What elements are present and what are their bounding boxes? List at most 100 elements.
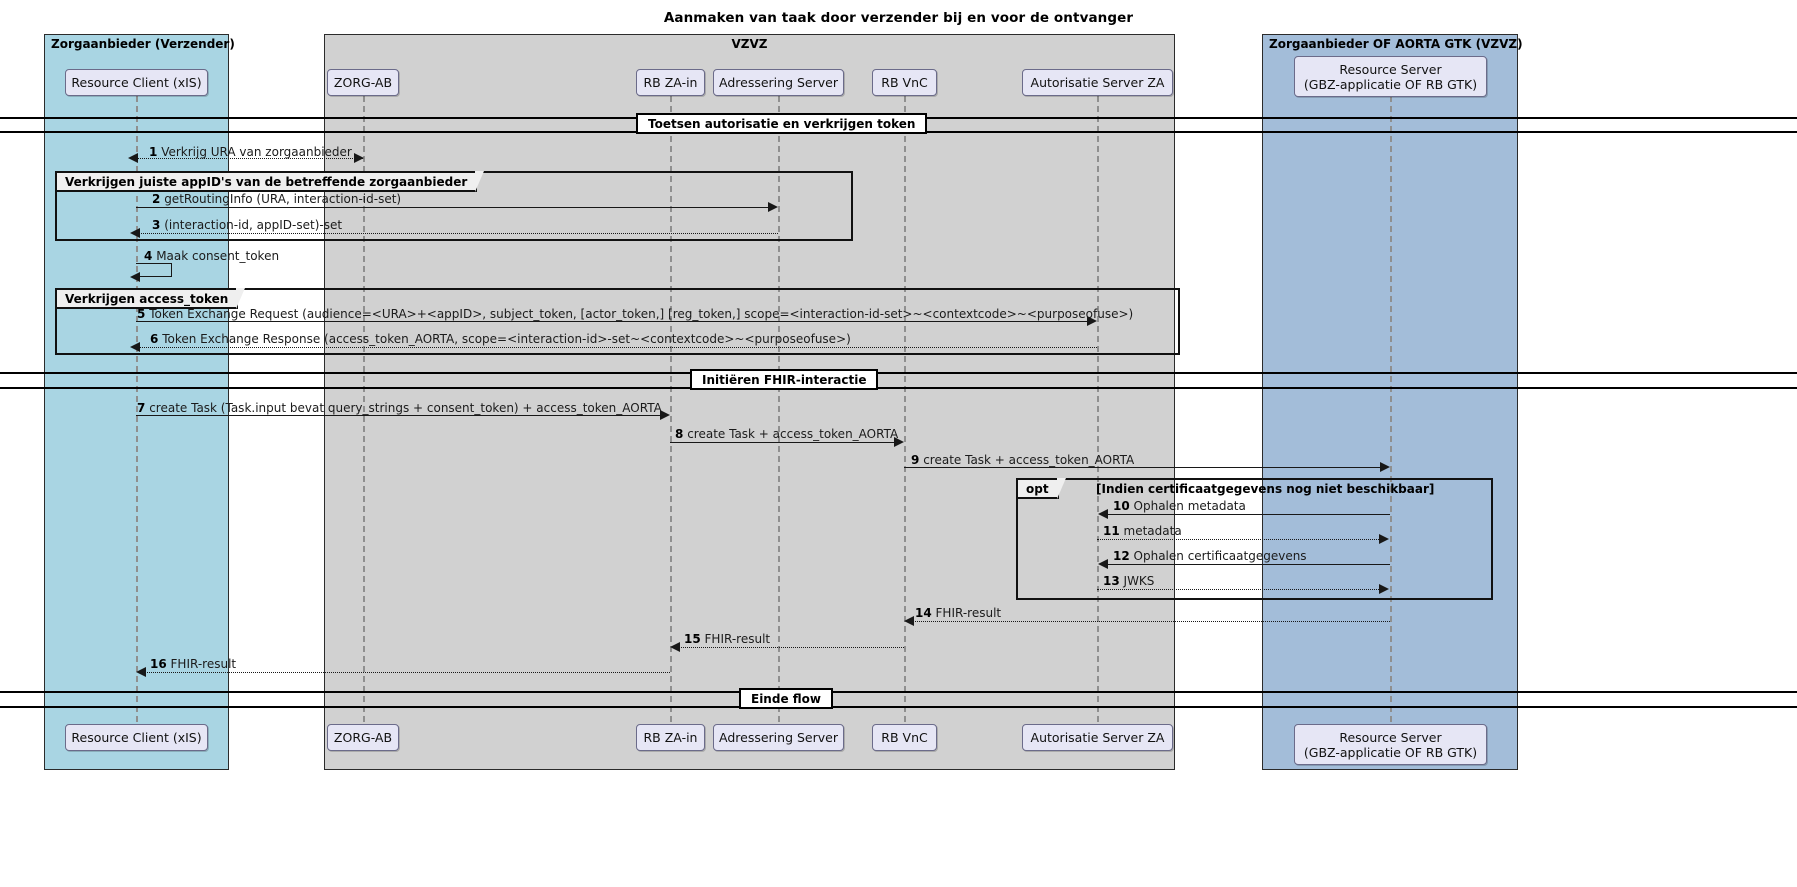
message-3-num: 3 [152,218,161,232]
message-8-text: create Task + access_token_AORTA [687,427,899,441]
message-1-label: 1 Verkrijg URA van zorgaanbieder [149,145,352,159]
divider-line-2 [0,372,1797,374]
participant-asza-bottom[interactable]: Autorisatie Server ZA [1022,724,1173,751]
participant-xis-bottom[interactable]: Resource Client (xIS) [65,724,208,751]
lifeline-asza [1097,96,1099,722]
participant-asza-label: Autorisatie Server ZA [1030,75,1165,90]
message-15-text: FHIR-result [704,632,771,646]
participant-zorgab-label-bottom: ZORG-AB [333,730,393,745]
message-3-label: 3 (interaction-id, appID-set)-set [152,218,342,232]
message-15-arrowhead [670,642,680,652]
message-15-arrow [678,647,904,648]
message-15-label: 15 FHIR-result [684,632,770,646]
participant-rs-label-bottom-line1: Resource Server [1339,729,1442,745]
message-7-arrowhead [660,410,670,420]
participant-rs-bottom[interactable]: Resource Server (GBZ-applicatie OF RB GT… [1294,724,1487,765]
message-6-text: Token Exchange Response (access_token_AO… [162,332,851,346]
message-10-text: Ophalen metadata [1133,499,1246,513]
message-5-arrowhead [1087,316,1097,326]
message-2-text: getRoutingInfo (URA, interaction-id-set) [164,192,402,206]
message-6-arrow [138,347,1097,348]
participant-rbvnc-bottom[interactable]: RB VnC [872,724,937,751]
message-12-arrow [1106,564,1390,565]
message-5-arrow [136,321,1089,322]
divider-label-2: Initiëren FHIR-interactie [690,369,879,390]
participant-rs-label-bottom-line2: (GBZ-applicatie OF RB GTK) [1303,744,1478,760]
message-7-arrow [136,415,662,416]
lifeline-adres [778,96,780,722]
message-10-arrow [1106,514,1390,515]
message-13-arrow [1097,589,1381,590]
message-2-arrow [136,207,770,208]
message-2-num: 2 [152,192,161,206]
participant-zorgab-top[interactable]: ZORG-AB [327,69,399,96]
participant-rbzain-top[interactable]: RB ZA-in [636,69,705,96]
participant-rs-top[interactable]: Resource Server (GBZ-applicatie OF RB GT… [1294,56,1487,97]
participant-box-vzvz-label: VZVZ [731,37,768,51]
message-11-arrow [1097,539,1381,540]
frame-group-appid-tab: Verkrijgen juiste appID's van de betreff… [57,171,485,192]
message-9-arrowhead [1380,462,1390,472]
message-6-num: 6 [150,332,159,346]
message-3-text: (interaction-id, appID-set)-set [164,218,343,232]
message-11-text: metadata [1123,524,1182,538]
message-11-num: 11 [1103,524,1120,538]
frame-group-access-token-tab: Verkrijgen access_token [57,288,246,309]
participant-xis-top[interactable]: Resource Client (xIS) [65,69,208,96]
message-9-text: create Task + access_token_AORTA [923,453,1135,467]
message-13-label: 13 JWKS [1103,574,1154,588]
message-16-arrow [144,672,670,673]
message-1-arrowhead-right [354,153,364,163]
message-13-num: 13 [1103,574,1120,588]
message-12-label: 12 Ophalen certificaatgegevens [1113,549,1307,563]
participant-rbvnc-label-bottom: RB VnC [881,730,928,745]
frame-group-access-token: Verkrijgen access_token [55,288,1180,355]
message-12-arrowhead [1098,559,1108,569]
message-14-text: FHIR-result [935,606,1002,620]
message-1-arrowhead-left [128,153,138,163]
participant-box-ontvanger-label: Zorgaanbieder OF AORTA GTK (VZVZ) [1269,37,1523,51]
message-9-arrow [904,467,1382,468]
message-4-text: Maak consent_token [156,249,280,263]
participant-zorgab-bottom[interactable]: ZORG-AB [327,724,399,751]
lifeline-rbzain [670,96,672,722]
frame-opt-certificaat-condition: [Indien certificaatgegevens nog niet bes… [1096,482,1435,496]
frame-opt-certificaat-tab: opt [1018,478,1066,499]
participant-asza-top[interactable]: Autorisatie Server ZA [1022,69,1173,96]
message-12-num: 12 [1113,549,1130,563]
participant-rbzain-label-bottom: RB ZA-in [643,730,698,745]
frame-group-appid: Verkrijgen juiste appID's van de betreff… [55,171,853,241]
message-16-text: FHIR-result [170,657,237,671]
message-16-label: 16 FHIR-result [150,657,236,671]
message-4-arrowhead [130,272,140,282]
message-3-arrow [138,233,778,234]
participant-adres-label: Adressering Server [719,75,838,90]
participant-rbzain-bottom[interactable]: RB ZA-in [636,724,705,751]
message-9-label: 9 create Task + access_token_AORTA [911,453,1134,467]
message-1-num: 1 [149,145,158,159]
message-10-arrowhead [1098,509,1108,519]
lifeline-xis [136,96,138,722]
message-3-arrowhead [130,228,140,238]
participant-adres-top[interactable]: Adressering Server [713,69,844,96]
participant-rbvnc-top[interactable]: RB VnC [872,69,937,96]
message-1-text: Verkrijg URA van zorgaanbieder [161,145,352,159]
message-6-arrowhead [130,342,140,352]
divider-label-3: Einde flow [739,688,833,709]
message-14-num: 14 [915,606,932,620]
message-11-arrowhead [1379,534,1389,544]
participant-rs-label-line1: Resource Server [1339,61,1442,77]
message-1-arrow [136,158,363,159]
participant-adres-bottom[interactable]: Adressering Server [713,724,844,751]
message-16-arrowhead [136,667,146,677]
message-14-label: 14 FHIR-result [915,606,1001,620]
page-title: Aanmaken van taak door verzender bij en … [663,10,1134,26]
message-8-num: 8 [675,427,684,441]
participant-xis-label-bottom: Resource Client (xIS) [71,730,202,745]
lifeline-rbvnc [904,96,906,722]
message-7-label: 7 create Task (Task.input bevat query_st… [137,401,662,415]
message-5-label: 5 Token Exchange Request (audience=<URA>… [137,307,1133,321]
lifeline-zorgab [363,96,365,722]
message-12-text: Ophalen certificaatgegevens [1133,549,1307,563]
